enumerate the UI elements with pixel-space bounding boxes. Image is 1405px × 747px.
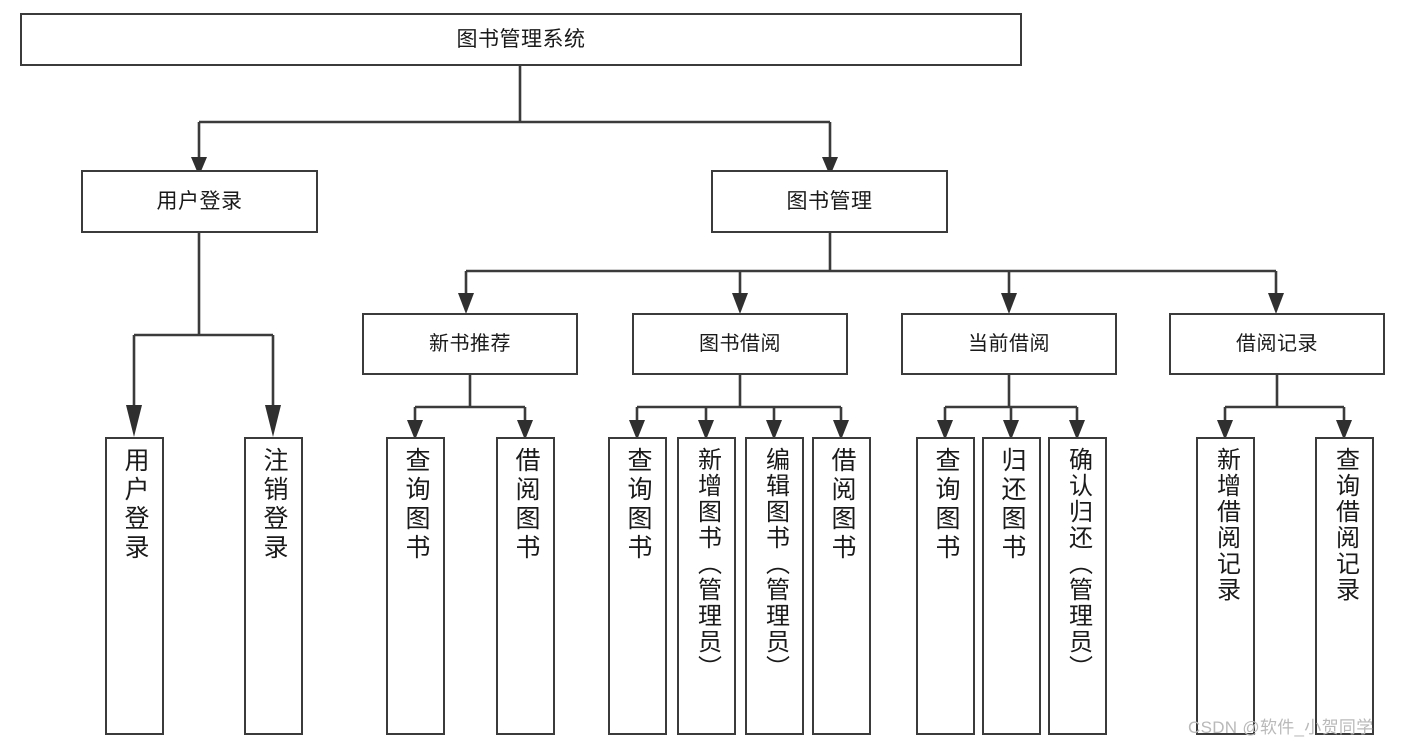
- node-label: 用户登录: [156, 189, 243, 213]
- node-label: 编辑图书（管理员）: [761, 447, 789, 681]
- csdn-watermark: CSDN @软件_小贺同学: [1188, 718, 1374, 737]
- node-label: 借阅记录: [1236, 332, 1318, 355]
- node-label: 用户登录: [121, 447, 149, 563]
- leaf-current-return-books[interactable]: 归还图书: [982, 437, 1041, 735]
- leaf-user-login-logout[interactable]: 注销登录: [244, 437, 303, 735]
- node-label: 当前借阅: [968, 332, 1050, 355]
- node-label: 图书管理系统: [456, 27, 586, 51]
- node-label: 借阅图书: [828, 447, 856, 563]
- leaf-borrow-borrow-books[interactable]: 借阅图书: [812, 437, 871, 735]
- node-book-borrowing[interactable]: 图书借阅: [632, 313, 848, 375]
- leaf-current-confirm-return-admin[interactable]: 确认归还（管理员）: [1048, 437, 1107, 735]
- leaf-current-query-books[interactable]: 查询图书: [916, 437, 975, 735]
- node-label: 确认归还（管理员）: [1064, 447, 1092, 681]
- node-label: 借阅图书: [512, 447, 540, 563]
- node-user-login[interactable]: 用户登录: [81, 170, 318, 233]
- node-label: 新增借阅记录: [1212, 447, 1240, 603]
- leaf-user-login-login[interactable]: 用户登录: [105, 437, 164, 735]
- node-root-book-management-system[interactable]: 图书管理系统: [20, 13, 1022, 66]
- node-label: 查询图书: [932, 447, 960, 563]
- node-label: 查询图书: [624, 447, 652, 563]
- leaf-records-add-record[interactable]: 新增借阅记录: [1196, 437, 1255, 735]
- node-label: 新书推荐: [429, 332, 511, 355]
- node-label: 图书借阅: [699, 332, 781, 355]
- leaf-new-book-query-books[interactable]: 查询图书: [386, 437, 445, 735]
- node-label: 查询图书: [402, 447, 430, 563]
- leaf-records-query-record[interactable]: 查询借阅记录: [1315, 437, 1374, 735]
- leaf-new-book-borrow-books[interactable]: 借阅图书: [496, 437, 555, 735]
- node-label: 查询借阅记录: [1331, 447, 1359, 603]
- node-label: 注销登录: [260, 447, 288, 563]
- leaf-borrow-edit-book-admin[interactable]: 编辑图书（管理员）: [745, 437, 804, 735]
- node-label: 图书管理: [786, 189, 873, 213]
- leaf-borrow-query-books[interactable]: 查询图书: [608, 437, 667, 735]
- node-label: 新增图书（管理员）: [693, 447, 721, 681]
- node-current-borrowing[interactable]: 当前借阅: [901, 313, 1117, 375]
- node-label: 归还图书: [998, 447, 1026, 563]
- node-book-management[interactable]: 图书管理: [711, 170, 948, 233]
- node-new-book-recommendation[interactable]: 新书推荐: [362, 313, 578, 375]
- node-borrowing-records[interactable]: 借阅记录: [1169, 313, 1385, 375]
- leaf-borrow-add-book-admin[interactable]: 新增图书（管理员）: [677, 437, 736, 735]
